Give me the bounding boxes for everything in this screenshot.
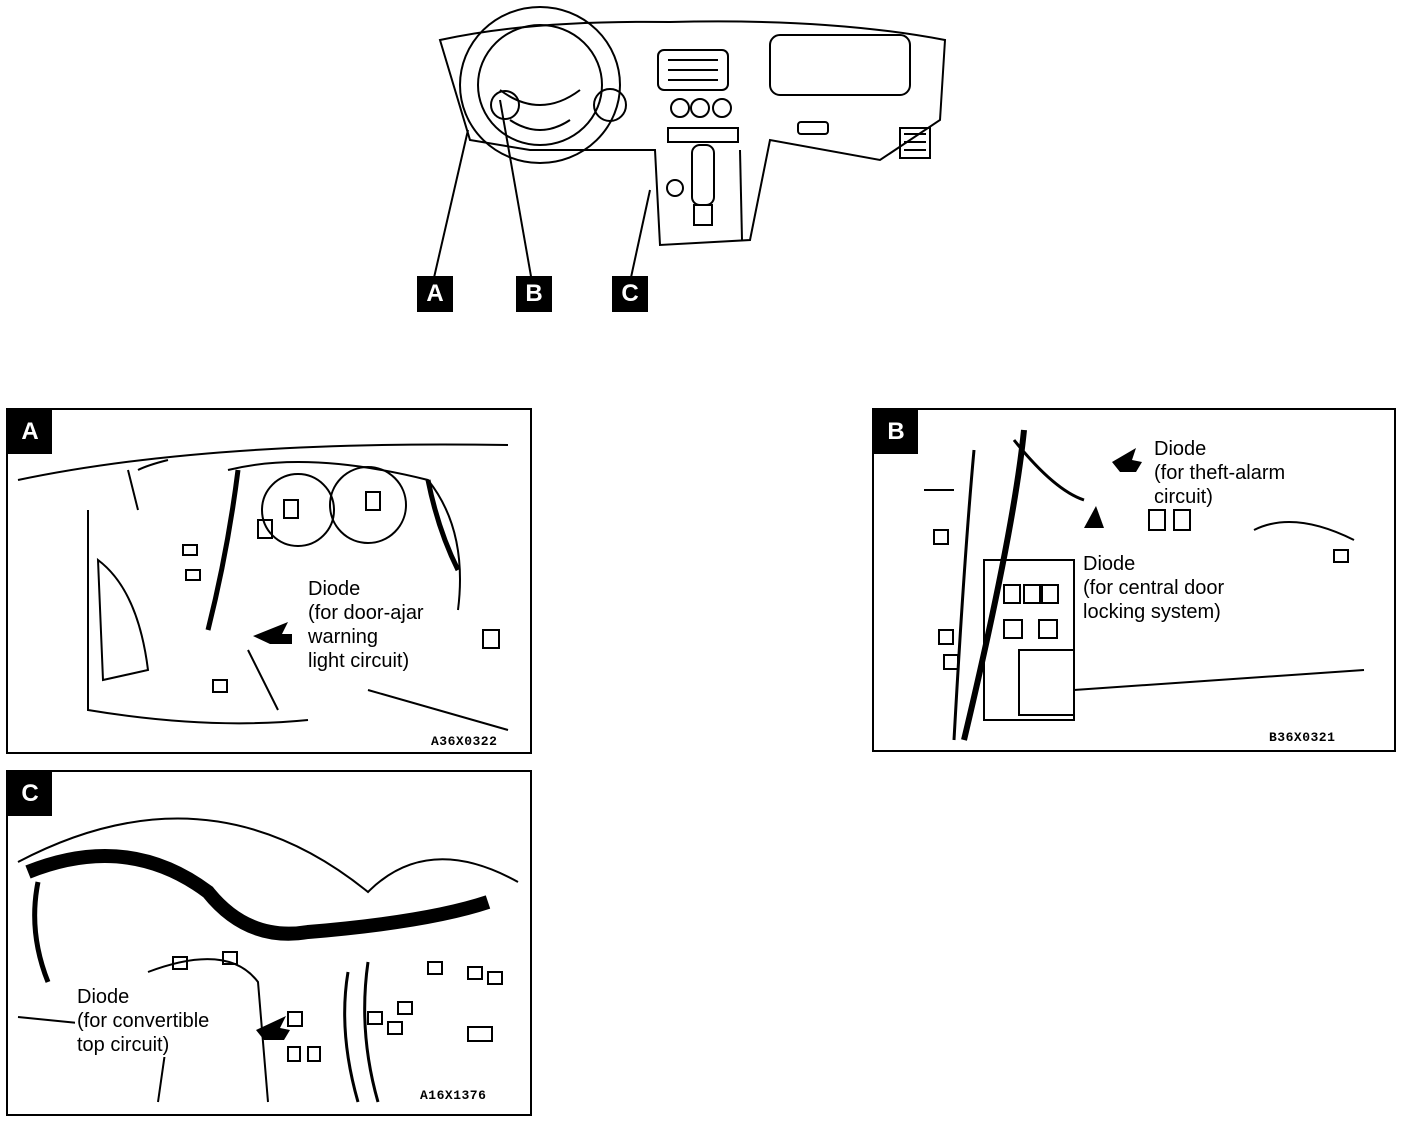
panel-a-tag: A xyxy=(8,410,52,454)
panel-c-drawing xyxy=(17,817,519,1103)
detail-panel-a: A Diode (for door-ajar warning light cir… xyxy=(6,408,532,754)
panel-b-drawing xyxy=(924,429,1365,741)
panel-a-diode-label: Diode (for door-ajar warning light circu… xyxy=(306,577,426,673)
callout-b: B xyxy=(516,276,552,312)
panel-a-drawing xyxy=(17,443,509,731)
callout-c: C xyxy=(612,276,648,312)
panel-c-convertible-top-diode-label: Diode (for convertible top circuit) xyxy=(75,985,212,1057)
panel-b-tag: B xyxy=(874,410,918,454)
panel-b-figure-code: B36X0321 xyxy=(1269,730,1336,745)
panel-c-tag: C xyxy=(8,772,52,816)
panel-c-figure-code: A16X1376 xyxy=(420,1088,487,1103)
detail-panel-b: B Diode (for theft-alarm circuit) Diode … xyxy=(872,408,1396,752)
panel-b-central-door-locking-diode-label: Diode (for central door locking system) xyxy=(1081,552,1227,624)
panel-b-theft-alarm-diode-label: Diode (for theft-alarm circuit) xyxy=(1152,437,1288,509)
panel-a-figure-code: A36X0322 xyxy=(431,734,498,749)
dashboard-overview-drawing xyxy=(432,6,947,283)
callout-a: A xyxy=(417,276,453,312)
detail-panel-c: C Diode (for convertible top circuit) A1… xyxy=(6,770,532,1116)
